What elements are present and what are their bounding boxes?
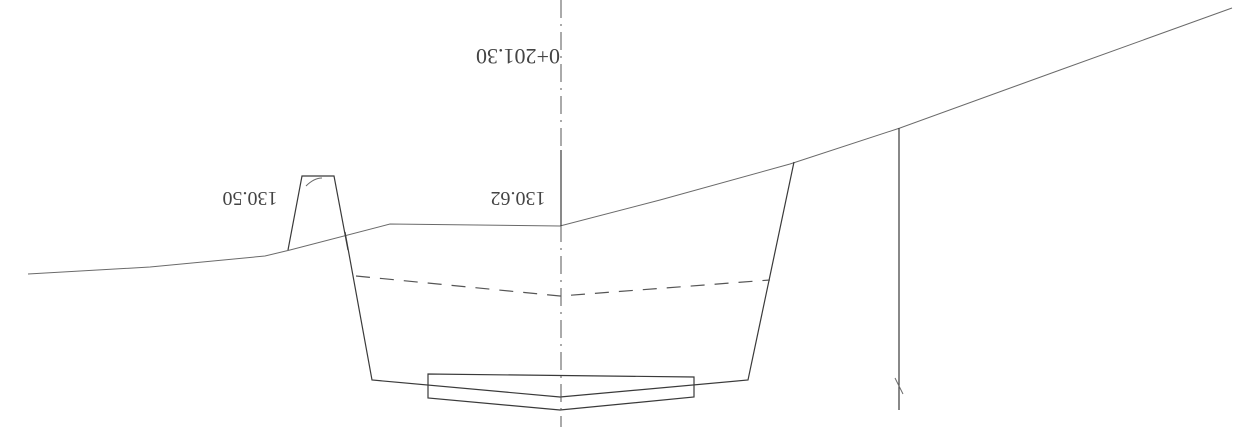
trench-outline bbox=[344, 161, 795, 398]
ground-profile-line bbox=[27, 7, 1233, 275]
elevation-left-label: 130.50 bbox=[223, 187, 278, 209]
elevation-center-label: 130.62 bbox=[491, 187, 546, 209]
left-berm-mark bbox=[305, 177, 323, 187]
left-berm bbox=[287, 175, 349, 251]
right-reference-tick bbox=[894, 377, 904, 395]
chainage-label: 0+201.30 bbox=[476, 44, 560, 69]
bottom-slab bbox=[427, 373, 695, 411]
water-level-dashed bbox=[355, 275, 771, 297]
